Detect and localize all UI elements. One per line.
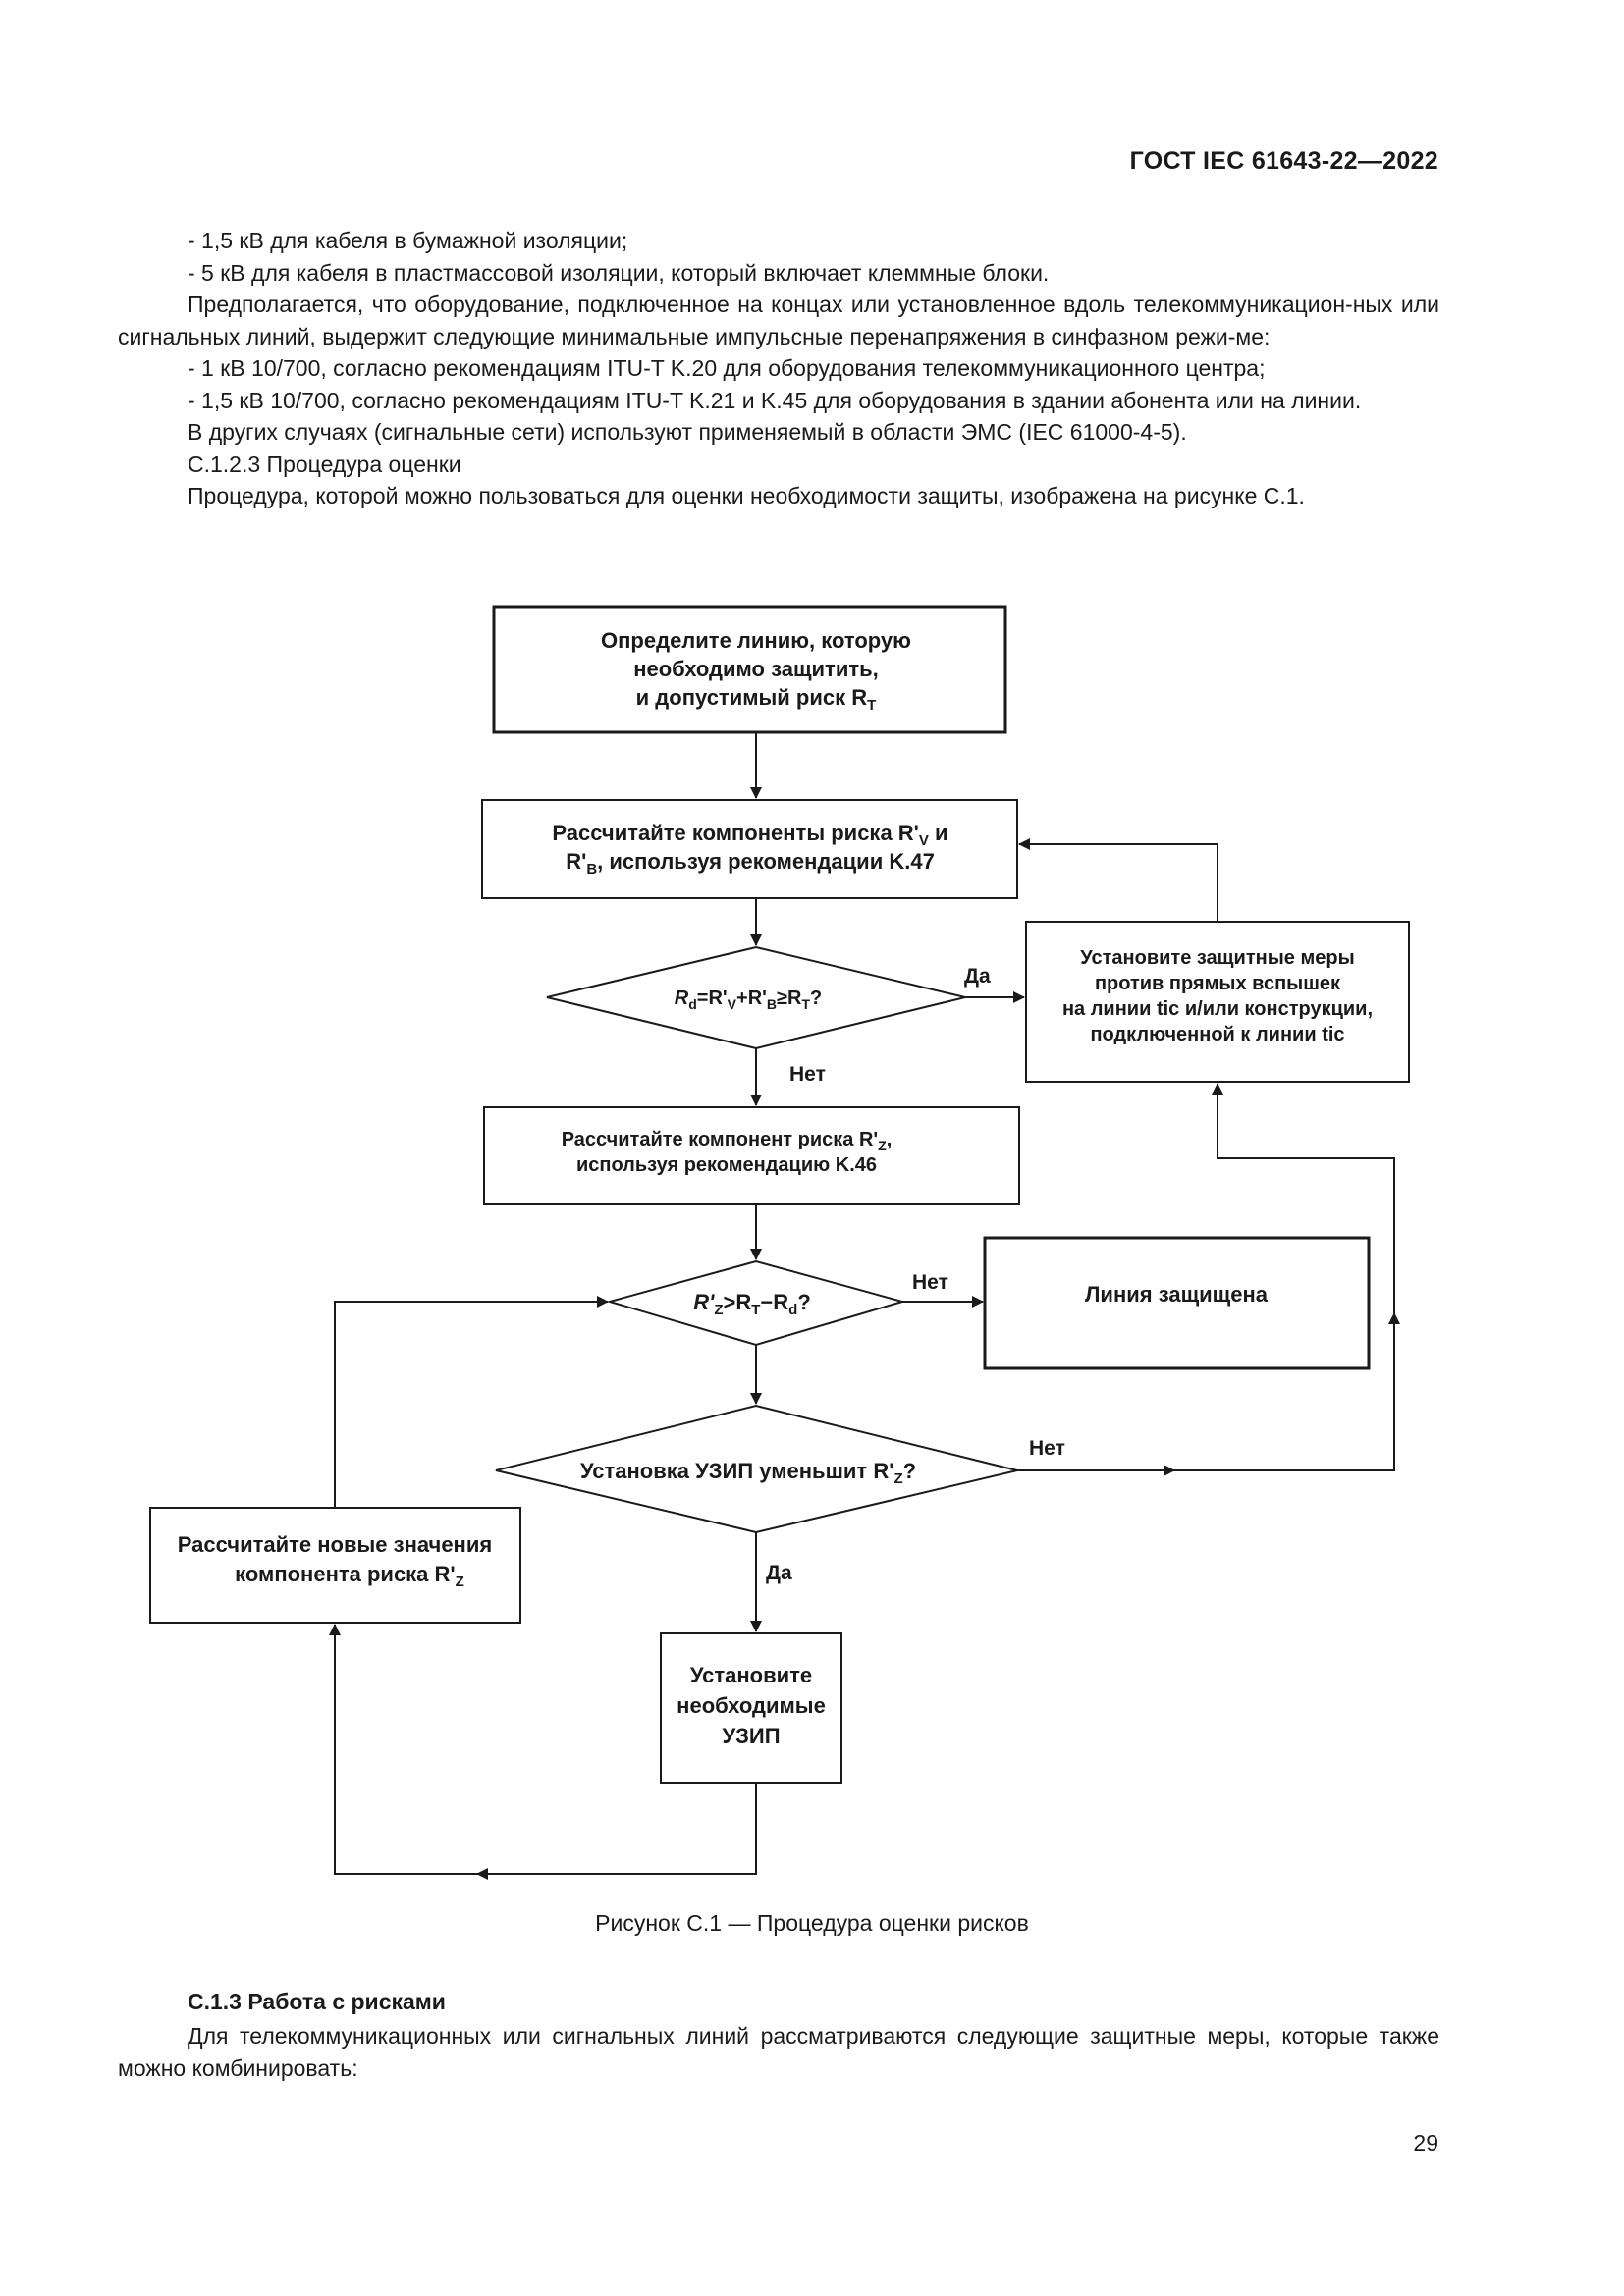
page-number: 29 bbox=[1413, 2130, 1438, 2156]
intro-line-5: - 1,5 кВ 10/700, согласно рекомендациям … bbox=[188, 387, 1362, 413]
start-line-3: и допустимый риск RT bbox=[636, 685, 877, 714]
section-title: С.1.3 Работа с рисками bbox=[188, 1989, 446, 2014]
section-paragraph: Для телекоммуникационных или сигнальных … bbox=[118, 2023, 1439, 2081]
intro-line-3: Предполагается, что оборудование, подклю… bbox=[118, 292, 1439, 349]
calc-rz-box bbox=[483, 1106, 1020, 1205]
intro-text: - 1,5 кВ для кабеля в бумажной изоляции;… bbox=[118, 225, 1439, 512]
subsection-heading: С.1.2.3 Процедура оценки bbox=[188, 451, 461, 477]
intro-line-8: Процедура, которой можно пользоваться дл… bbox=[188, 483, 1305, 508]
arrow-bottom-left bbox=[329, 1624, 477, 1875]
label-yes-3: Да bbox=[766, 1562, 792, 1584]
intro-line-4: - 1 кВ 10/700, согласно рекомендациям IT… bbox=[188, 355, 1266, 381]
recalc-line-2: компонента риска R'Z bbox=[235, 1562, 464, 1590]
label-no-3: Нет bbox=[1029, 1437, 1065, 1460]
figure-caption: Рисунок С.1 — Процедура оценки рисков bbox=[595, 1910, 1029, 1936]
protect-line-1: Установите защитные меры bbox=[1080, 947, 1354, 969]
arrow-recalc-up bbox=[334, 1296, 609, 1508]
intro-line-1: - 1,5 кВ для кабеля в бумажной изоляции; bbox=[188, 228, 628, 253]
intro-line-2: - 5 кВ для кабеля в пластмассовой изоляц… bbox=[188, 259, 1050, 286]
install-line-1: Установите bbox=[690, 1663, 812, 1687]
calc-rv-rb-line-2: R'B, используя рекомендации K.47 bbox=[566, 849, 935, 878]
arrow-protect-back bbox=[1018, 838, 1218, 922]
decision-rz-text: R'Z>RT−Rd? bbox=[693, 1290, 811, 1318]
decision-rd-text: Rd=R'V+R'B≥RT? bbox=[675, 988, 822, 1012]
line-protected-text: Линия защищена bbox=[1085, 1282, 1269, 1307]
arrow-right-up bbox=[1212, 1083, 1395, 1315]
protect-line-2: против прямых вспышек bbox=[1095, 973, 1341, 994]
start-box bbox=[492, 605, 1007, 734]
label-yes-1: Да bbox=[964, 965, 991, 988]
recalc-line-1: Рассчитайте новые значения bbox=[178, 1532, 492, 1557]
intro-line-6: В других случаях (сигнальные сети) испол… bbox=[188, 419, 1187, 445]
protect-line-3: на линии tic и/или конструкции, bbox=[1062, 998, 1373, 1020]
line-protected-box bbox=[983, 1236, 1371, 1370]
calc-rz-line-1: Рассчитайте компонент риска R'Z, bbox=[562, 1129, 893, 1153]
label-no-1: Нет bbox=[789, 1063, 826, 1086]
arrow-install-down bbox=[476, 1783, 757, 1880]
start-line-2: необходимо защитить, bbox=[633, 657, 879, 681]
calc-rz-line-2: используя рекомендацию K.46 bbox=[576, 1154, 877, 1176]
calc-rv-rb-box bbox=[481, 799, 1018, 899]
protect-line-4: подключенной к линии tic bbox=[1090, 1024, 1344, 1045]
install-line-2: необходимые bbox=[677, 1693, 826, 1718]
arrow-spd-no-b bbox=[1174, 1315, 1395, 1471]
calc-rv-rb-line-1: Рассчитайте компоненты риска R'V и bbox=[552, 821, 947, 849]
install-line-3: УЗИП bbox=[722, 1724, 780, 1748]
start-line-1: Определите линию, которую bbox=[601, 628, 911, 653]
label-no-2: Нет bbox=[912, 1271, 948, 1294]
install-spd-box bbox=[660, 1632, 842, 1784]
document-id: ГОСТ IEC 61643-22—2022 bbox=[1129, 147, 1438, 175]
decision-spd-text: Установка УЗИП уменьшит R'Z? bbox=[580, 1459, 916, 1487]
